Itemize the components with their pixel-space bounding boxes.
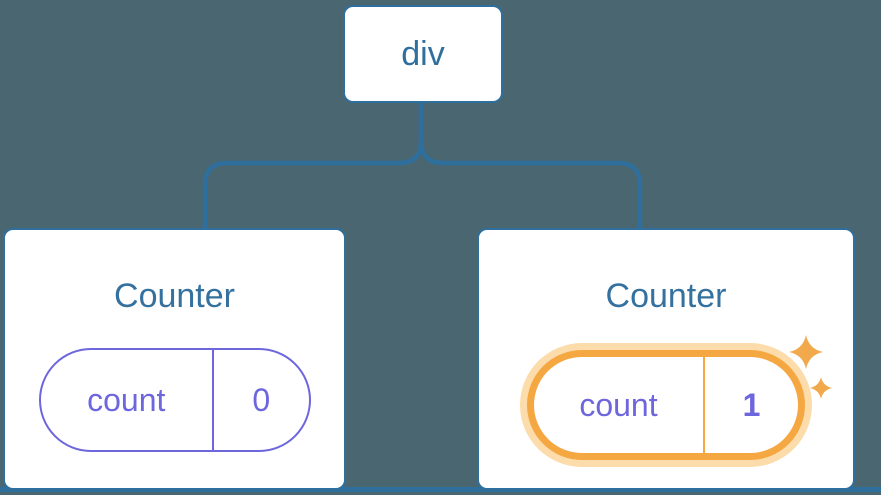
root-node: div [343, 5, 503, 103]
state-value: 0 [252, 381, 271, 418]
state-pill-divider [702, 357, 705, 453]
state-key-label: count [579, 386, 658, 423]
counter-title: Counter [605, 277, 727, 315]
counter-card-left: Counter count 0 [3, 228, 346, 490]
root-node-label: div [401, 34, 445, 73]
state-pill-divider [212, 350, 215, 450]
state-pill: count 0 [38, 348, 311, 452]
state-key-label: count [87, 381, 166, 418]
counter-title: Counter [114, 277, 235, 315]
bottom-edge-line [0, 487, 881, 492]
counter-card-right: Counter count 1 [477, 228, 855, 490]
state-value: 1 [742, 386, 761, 423]
connector-right-branch [418, 103, 643, 230]
state-pill-highlighted: count 1 [527, 335, 832, 460]
connector-left-branch [202, 103, 424, 230]
